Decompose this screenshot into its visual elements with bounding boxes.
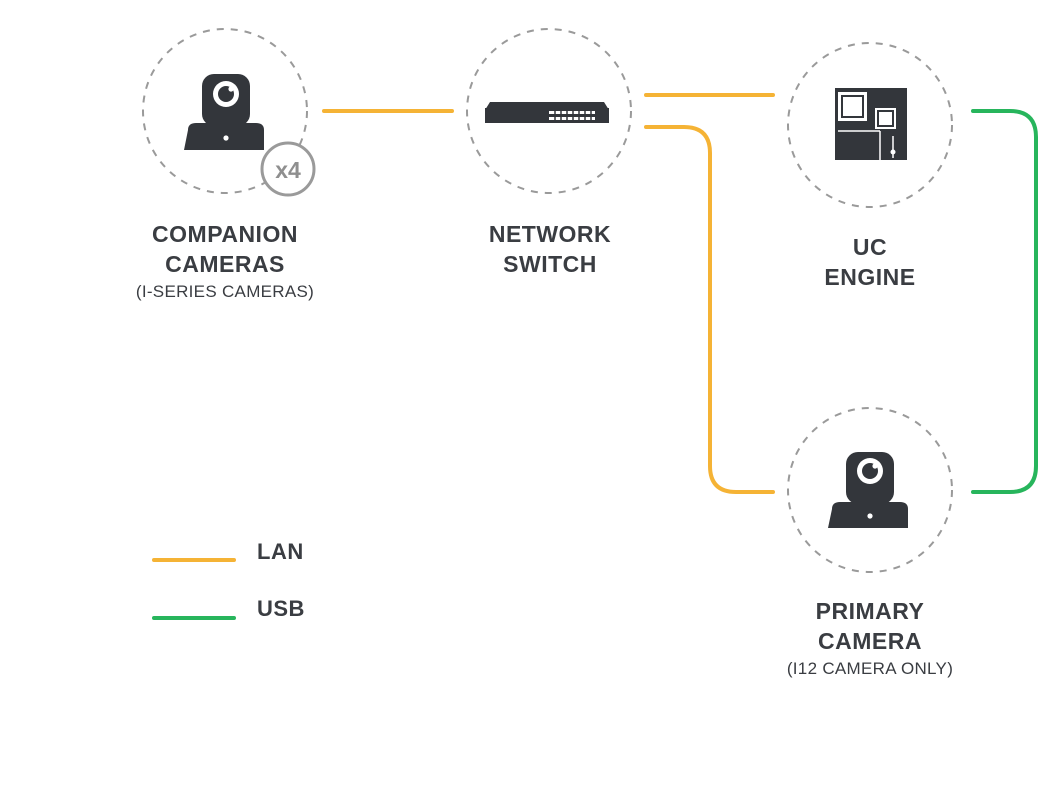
companion-title-2: CAMERAS [165,251,285,277]
primary-title-2: CAMERA [818,628,922,654]
primary-title: PRIMARY [815,598,925,624]
network-switch-label: NETWORK SWITCH [450,219,650,279]
uc-engine-label: UC ENGINE [770,232,970,292]
uc-engine-icon [835,88,907,160]
companion-cameras-label: COMPANION CAMERAS (I-SERIES CAMERAS) [120,219,330,305]
network-switch-ring [466,28,632,194]
ptz-camera-icon [184,74,264,150]
quantity-badge-text: x4 [275,157,301,183]
switch-title: NETWORK [488,221,612,247]
quantity-badge: x4 [260,141,316,197]
engine-title: UC [852,234,888,260]
ptz-camera-icon [828,452,908,528]
legend-usb-label: USB [257,596,305,621]
legend-lan-label: LAN [257,539,304,564]
network-switch-icon [485,102,609,123]
primary-camera-label: PRIMARY CAMERA (I12 CAMERA ONLY) [750,596,990,682]
switch-title-2: SWITCH [503,251,597,277]
companion-title: COMPANION [152,221,298,247]
companion-subtitle: (I-SERIES CAMERAS) [135,282,315,301]
usb-link-engine-primary [971,109,1038,494]
primary-camera-ring [787,407,953,573]
primary-subtitle: (I12 CAMERA ONLY) [786,659,954,678]
engine-title-2: ENGINE [824,264,916,290]
uc-engine-ring [787,42,953,208]
lan-link-switch-primary [644,125,775,494]
companion-cameras-ring [142,28,308,194]
